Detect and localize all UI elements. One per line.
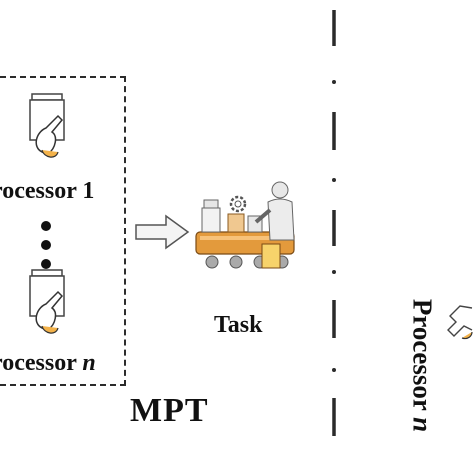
processor-n-label: rocessor n <box>0 350 96 376</box>
factory-worker-conveyor-icon <box>195 181 295 269</box>
mpt-label: MPT <box>130 392 209 429</box>
processor-hand-icon <box>29 93 65 158</box>
processor-1-label: rocessor 1 <box>0 178 95 204</box>
separator-line <box>332 10 336 436</box>
right-arrow-icon <box>135 214 190 250</box>
ellipsis-dots <box>41 221 51 269</box>
processor-hand-icon <box>447 305 473 340</box>
processor-n-rotated-label: Processor n <box>407 298 438 433</box>
task-label: Task <box>214 312 263 338</box>
processor-hand-icon <box>29 269 65 334</box>
mpt-group-box <box>0 76 126 386</box>
